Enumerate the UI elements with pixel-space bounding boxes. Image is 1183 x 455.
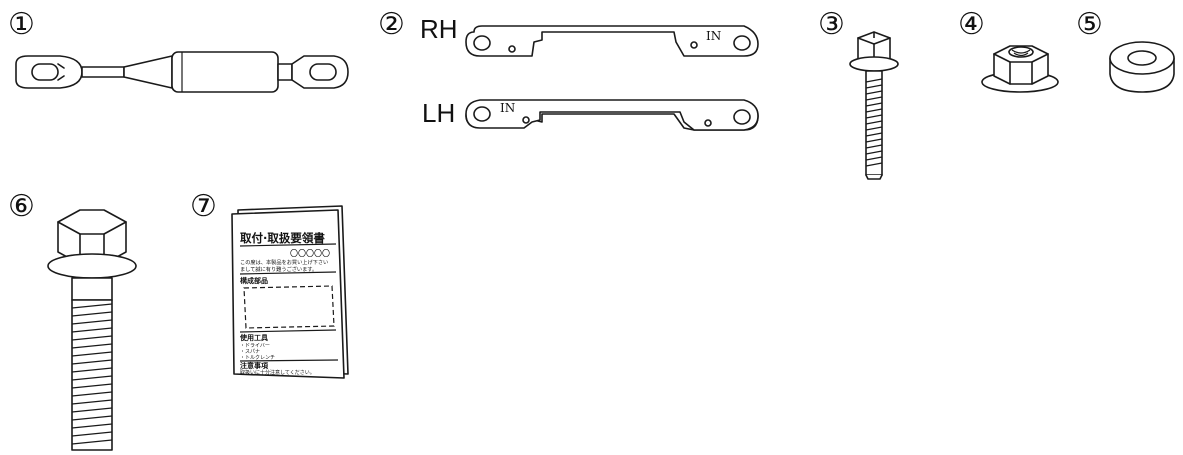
flange-nut-icon <box>974 40 1070 96</box>
side-label-lh: LH <box>422 98 456 128</box>
manual-title: 取付·取扱要領書 <box>240 231 325 245</box>
collar-spacer-icon <box>1104 36 1180 98</box>
flange-bolt-icon <box>846 30 902 182</box>
manual-caution-text: 取扱いに十分注意してください。 <box>240 369 315 376</box>
part-number-6: ⑥ <box>8 189 35 224</box>
manual-intro-line-1: この度は、本製品をお買い上げ下さい <box>240 258 328 266</box>
part-number-2: ② <box>378 7 405 42</box>
long-flange-bolt-icon <box>44 206 140 454</box>
manual-model-code: 〇〇〇〇〇 <box>290 249 330 258</box>
in-mark-rh: IN <box>706 29 721 43</box>
part-number-7: ⑦ <box>190 189 217 224</box>
manual-tool-3: ・トルクレンチ <box>240 355 275 361</box>
bracket-plate-lh-icon: IN <box>462 92 762 148</box>
manual-section-tools: 使用工具 <box>239 333 268 342</box>
part-number-1: ① <box>8 7 35 42</box>
bracket-plate-rh-icon: IN <box>462 12 762 68</box>
manual-section-caution: 注意事項 <box>240 361 269 370</box>
gas-strut-icon <box>12 42 352 102</box>
in-mark-lh: IN <box>500 101 515 115</box>
manual-intro-line-2: まして誠に有り難うございます。 <box>240 265 317 273</box>
part-number-4: ④ <box>958 7 985 42</box>
manual-section-parts: 構成部品 <box>240 276 268 285</box>
side-label-rh: RH <box>420 14 458 44</box>
manual-tool-1: ・ドライバー <box>240 343 270 349</box>
part-number-5: ⑤ <box>1076 7 1103 42</box>
instruction-manual-icon: 取付·取扱要領書 〇〇〇〇〇 この度は、本製品をお買い上げ下さい まして誠に有り… <box>226 204 352 380</box>
manual-tool-2: ・スパナ <box>240 349 260 355</box>
part-number-3: ③ <box>818 7 845 42</box>
